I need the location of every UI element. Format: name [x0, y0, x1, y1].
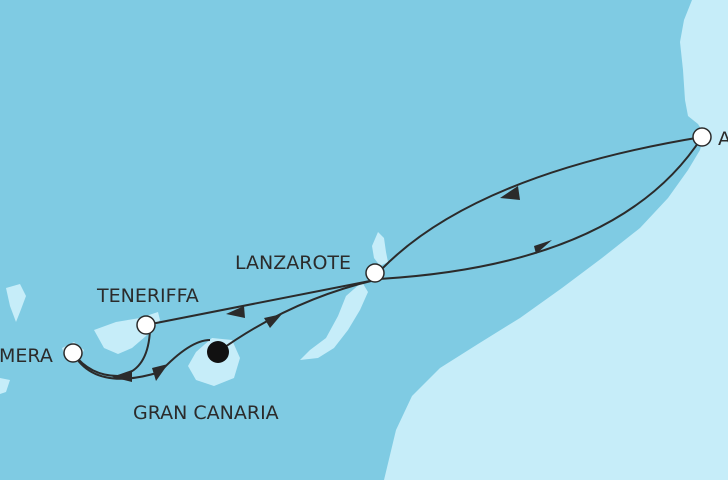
island-fuerteventura — [300, 282, 368, 360]
port-label-agadir: A — [718, 128, 728, 150]
port-marker-teneriffa[interactable] — [136, 315, 156, 335]
africa-coast — [384, 0, 728, 480]
island-el-hierro — [0, 378, 10, 394]
route-arrow — [152, 364, 168, 381]
route-arrow — [534, 240, 552, 254]
port-label-lanzarote: LANZAROTE — [235, 252, 351, 274]
route-grancanaria-lanzarote — [217, 279, 376, 353]
port-label-teneriffa: TENERIFFA — [96, 285, 199, 307]
route-lanzarote-teneriffa — [145, 279, 376, 326]
route-agadir-lanzarote — [377, 136, 703, 274]
port-label-gran-canaria: GRAN CANARIA — [133, 402, 279, 424]
port-label-la-gomera: MERA — [0, 345, 53, 367]
island-lanzarote — [372, 232, 388, 266]
island-la-palma — [6, 284, 26, 322]
route-arrow — [264, 314, 282, 328]
route-arrow — [112, 370, 132, 382]
port-marker-lanzarote[interactable] — [365, 263, 385, 283]
route-arrow — [500, 186, 520, 200]
route-lanzarote-agadir — [377, 136, 703, 280]
route-arrow — [226, 306, 245, 318]
port-marker-la-gomera[interactable] — [63, 343, 83, 363]
port-marker-agadir[interactable] — [692, 127, 712, 147]
port-marker-gran-canaria-start[interactable] — [207, 341, 229, 363]
